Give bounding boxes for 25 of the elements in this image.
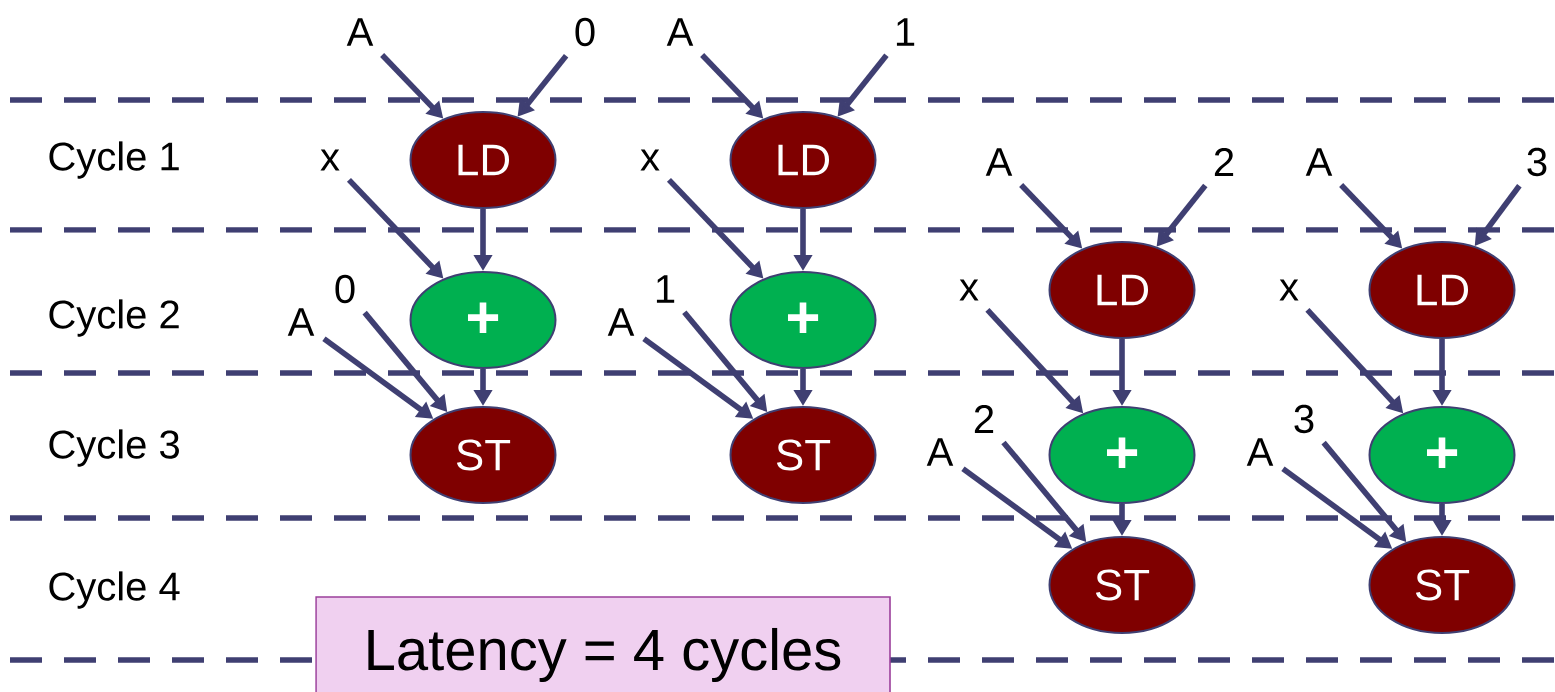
text-label: 2 [1214, 148, 1234, 176]
cycle-label: Cycle 4 [49, 571, 180, 609]
text-label: 3 [1294, 404, 1314, 434]
text-label: 1 [656, 275, 675, 303]
text-label: A [607, 308, 635, 336]
text-label: 2 [974, 405, 994, 433]
text-label: A [287, 308, 315, 336]
text-label: x [1279, 279, 1299, 301]
text-label: A [1305, 148, 1333, 176]
text-label: A [926, 438, 954, 466]
text-label: x [640, 149, 660, 171]
text-label: A [666, 18, 694, 46]
text-label: x [320, 149, 340, 171]
text-label: 0 [575, 17, 595, 47]
text-label: 0 [335, 274, 355, 304]
cycle-label: Cycle 1 [49, 141, 179, 179]
text-label: 3 [1527, 147, 1547, 177]
cycle-label: Cycle 2 [49, 299, 179, 337]
latency-box: Latency = 4 cycles [315, 596, 891, 692]
text-label: A [346, 18, 374, 46]
text-label: A [1246, 438, 1274, 466]
cycle-label: Cycle 3 [49, 429, 179, 467]
text-label: x [959, 279, 979, 301]
text-label: A [985, 148, 1013, 176]
text-label: 1 [896, 18, 915, 46]
